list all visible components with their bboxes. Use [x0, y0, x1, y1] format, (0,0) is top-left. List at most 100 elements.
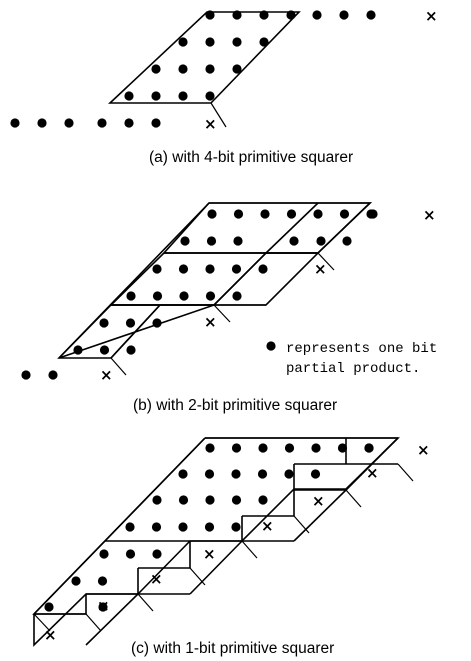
partial-product-dot [99, 318, 109, 328]
partial-product-dot [64, 118, 74, 128]
x-mark: × [312, 492, 325, 510]
partial-product-dot [44, 602, 54, 612]
partial-product-dot [152, 318, 162, 328]
partial-product-dot [366, 10, 376, 20]
grid-line [33, 437, 206, 615]
partial-product-dot [178, 91, 188, 101]
reduction-tick [345, 489, 362, 508]
primitive-square-b-3 [58, 304, 266, 359]
partial-product-dot [259, 10, 269, 20]
reduction-tick [397, 463, 414, 482]
partial-product-dot [257, 469, 268, 479]
partial-product-dot [316, 236, 326, 246]
partial-product-dot [71, 576, 81, 586]
outline-b [111, 202, 372, 306]
partial-product-dot [152, 495, 162, 505]
divider [265, 202, 319, 254]
x-mark: × [417, 441, 430, 459]
partial-product-dot [313, 209, 323, 219]
partial-product-dot [10, 118, 20, 128]
partial-product-dot [151, 91, 161, 101]
partial-product-dot [284, 469, 294, 479]
partial-product-dot [231, 469, 241, 479]
partial-product-dot [151, 118, 161, 128]
x-mark: × [100, 366, 113, 384]
grid-line [85, 593, 139, 646]
partial-product-dot [286, 10, 296, 20]
legend-dot [266, 341, 276, 351]
x-mark: × [314, 260, 327, 278]
grid-line [293, 489, 347, 542]
partial-product-dot [232, 64, 242, 74]
x-mark: × [204, 115, 217, 133]
partial-product-dot [342, 236, 352, 246]
partial-product-dot [339, 209, 350, 219]
panel-c: ×××××××× (c) with 1-bit primitive square… [32, 437, 430, 657]
partial-product-dot [364, 443, 374, 453]
partial-product-dot [231, 443, 242, 453]
caption-c: (c) with 1-bit primitive squarer [131, 640, 334, 657]
reduction-tick [213, 304, 231, 323]
partial-product-dot [21, 370, 31, 380]
partial-product-dot [231, 495, 242, 505]
caption-b: (b) with 2-bit primitive squarer [133, 397, 337, 414]
partial-product-dot [205, 37, 215, 47]
reduction-tick [210, 102, 227, 128]
partial-product-dot [232, 291, 242, 301]
partial-product-dot [284, 443, 295, 453]
panel-b: × × × × represents one bit partial produ… [21, 202, 437, 414]
partial-product-dot [258, 264, 268, 274]
dots-a [10, 10, 376, 128]
partial-product-dot [152, 291, 163, 301]
partial-product-dot [205, 10, 215, 20]
partial-product-dot [289, 236, 299, 246]
reduction-tick [85, 613, 102, 632]
partial-product-dot [178, 264, 189, 274]
partial-product-dot [97, 118, 107, 128]
partial-product-dot [179, 291, 189, 301]
x-mark: × [261, 517, 274, 535]
partial-product-dot [231, 264, 242, 274]
partial-product-dot [258, 495, 268, 505]
reduction-tick [241, 540, 258, 559]
divider [213, 252, 267, 306]
partial-product-dot [126, 345, 136, 355]
partial-product-dot [178, 37, 188, 47]
primitive-square-a [107, 11, 301, 104]
caption-a: (a) with 4-bit primitive squarer [149, 149, 353, 166]
partial-product-dot [98, 602, 108, 612]
partial-product-dot [231, 522, 241, 532]
dots-c [44, 443, 374, 612]
partial-product-dot [99, 345, 110, 355]
partial-product-dot [205, 64, 215, 74]
partial-product-dot [368, 209, 378, 219]
partial-product-dot [310, 469, 321, 479]
x-mark: × [425, 7, 438, 25]
reduction-tick [137, 593, 154, 612]
reduction-tick [293, 515, 310, 534]
partial-product-dot [204, 522, 215, 532]
x-mark: × [204, 313, 217, 331]
partial-product-dot [206, 236, 217, 246]
partial-product-dot [205, 495, 215, 505]
partial-product-dot [178, 495, 189, 505]
grid-c: ×××××××× [33, 437, 430, 646]
partial-product-dot [180, 236, 190, 246]
reduction-tick [33, 613, 51, 632]
x-mark: × [150, 570, 163, 588]
partial-product-dot [178, 522, 188, 532]
partial-product-dot [233, 209, 244, 219]
partial-product-dot [125, 549, 136, 559]
partial-product-dot [178, 64, 188, 74]
partial-product-dot [178, 469, 188, 479]
partial-product-dot [125, 522, 135, 532]
partial-product-dot [126, 291, 136, 301]
partial-product-dot [48, 370, 58, 380]
legend-line-2: partial product. [286, 361, 420, 377]
partial-product-dot [37, 118, 47, 128]
partial-product-dot [339, 10, 349, 20]
partial-product-dot [205, 443, 215, 453]
partial-product-dot [233, 236, 243, 246]
partial-product-dot [125, 318, 136, 328]
reduction-tick [189, 567, 206, 586]
